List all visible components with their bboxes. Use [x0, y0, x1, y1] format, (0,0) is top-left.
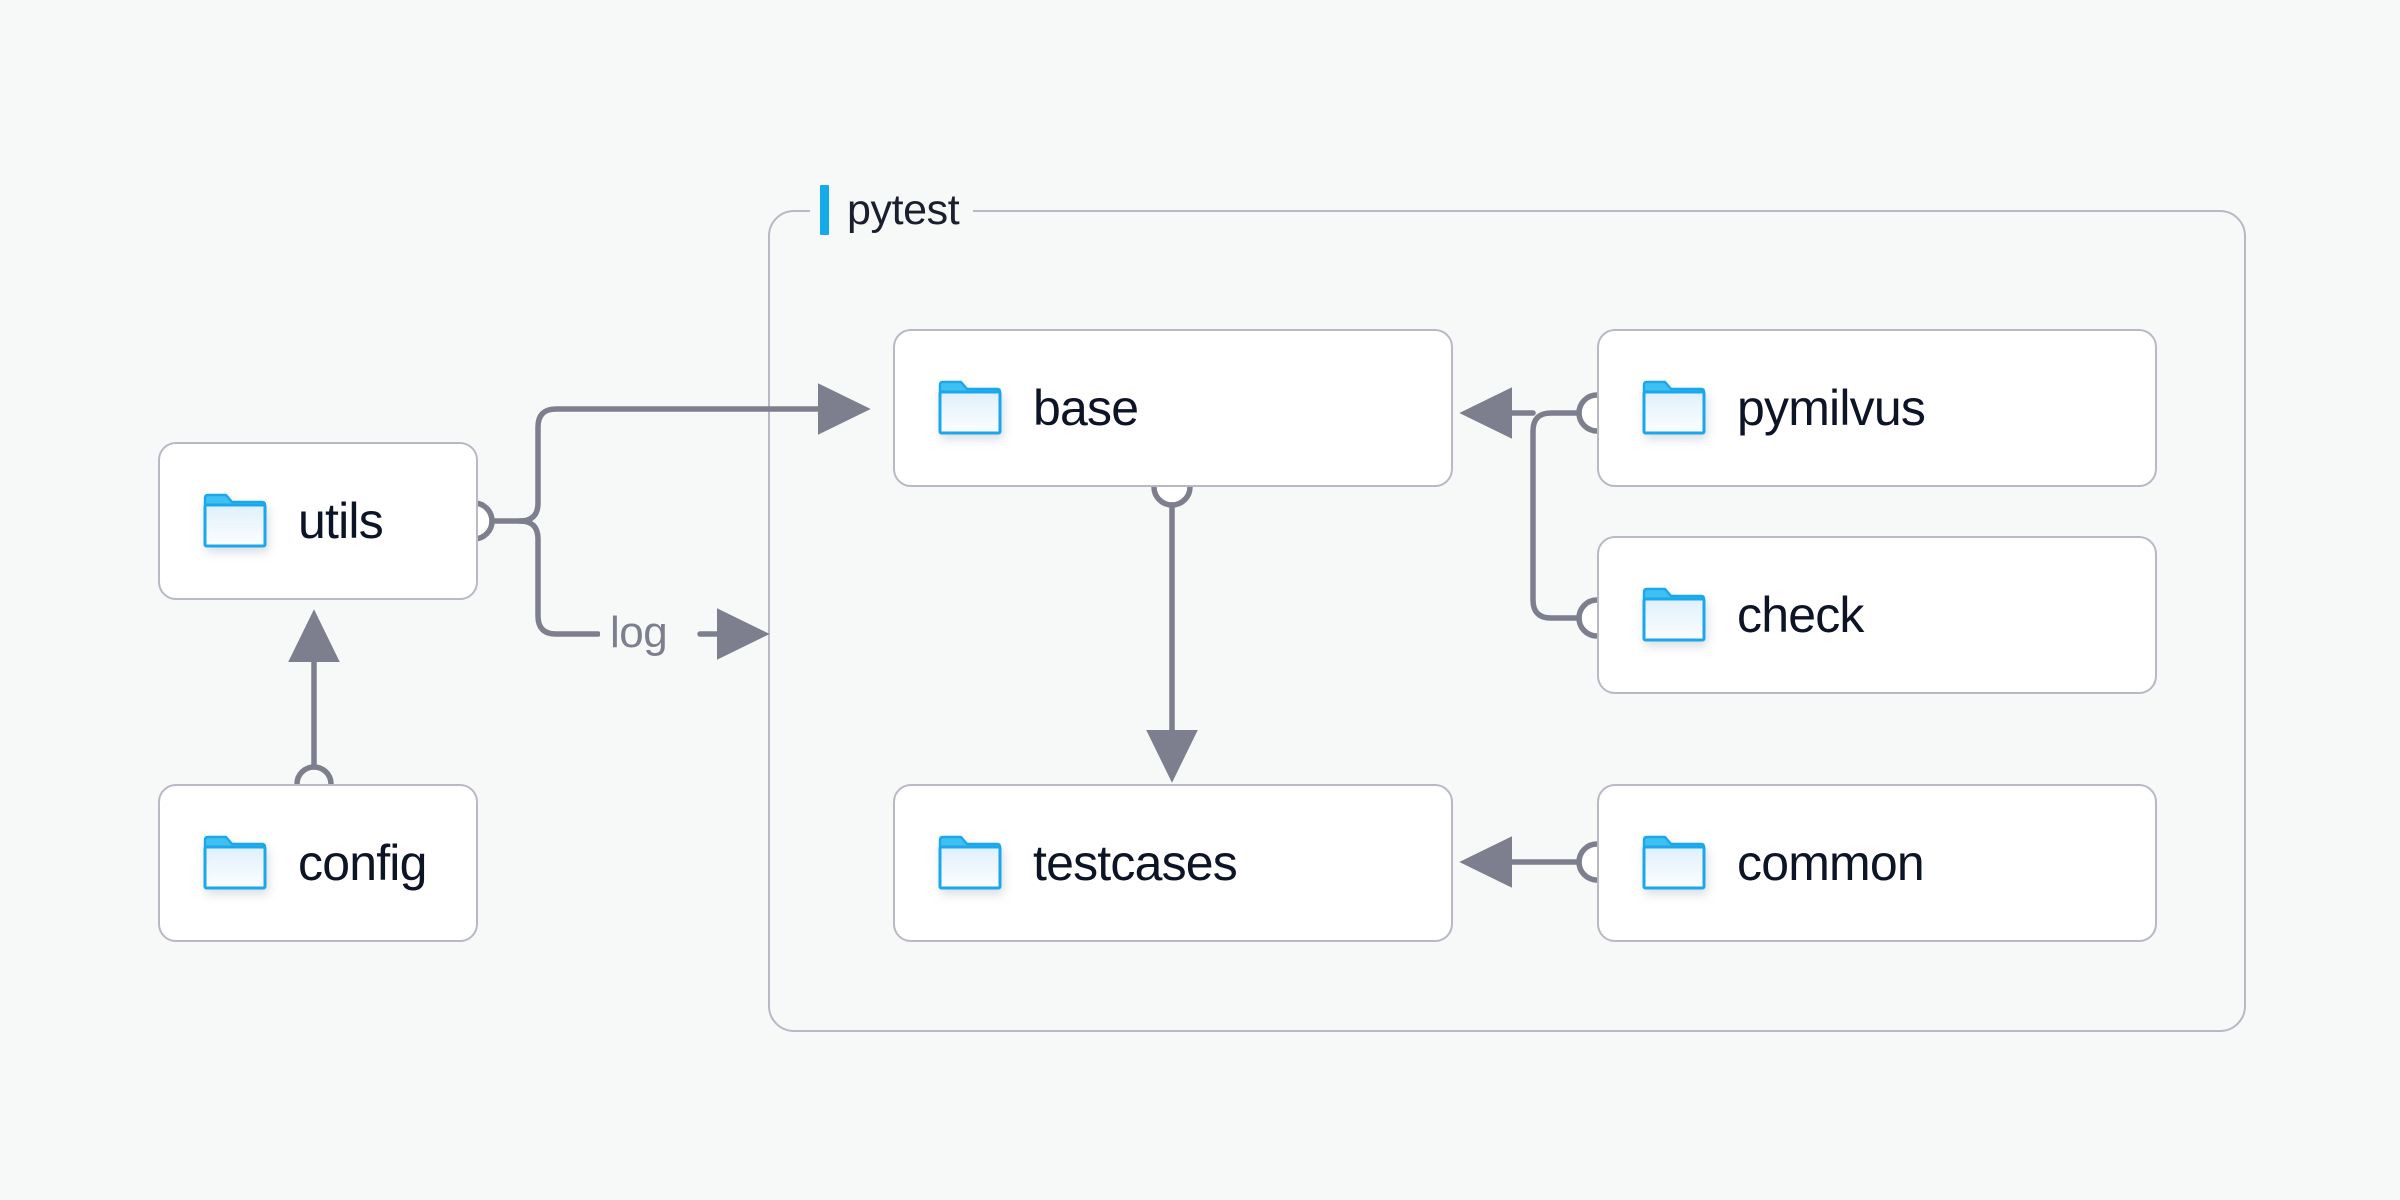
node-label: common	[1737, 835, 1925, 891]
node-common[interactable]: common	[1597, 784, 2157, 942]
edge-label-log: log	[600, 611, 678, 655]
folder-icon	[1641, 835, 1707, 891]
node-label: testcases	[1033, 835, 1238, 891]
node-testcases[interactable]: testcases	[893, 784, 1453, 942]
folder-icon	[937, 835, 1003, 891]
node-label: config	[298, 835, 427, 891]
node-config[interactable]: config	[158, 784, 478, 942]
folder-icon	[1641, 587, 1707, 643]
node-check[interactable]: check	[1597, 536, 2157, 694]
group-label-pytest: pytest	[810, 183, 974, 237]
node-utils[interactable]: utils	[158, 442, 478, 600]
node-pymilvus[interactable]: pymilvus	[1597, 329, 2157, 487]
folder-icon	[1641, 380, 1707, 436]
node-label: check	[1737, 587, 1864, 643]
group-accent-bar	[820, 185, 829, 235]
node-label: utils	[298, 493, 384, 549]
edge-config-utils	[288, 609, 340, 804]
node-label: pymilvus	[1737, 380, 1926, 436]
folder-icon	[202, 493, 268, 549]
node-base[interactable]: base	[893, 329, 1453, 487]
group-label-text: pytest	[847, 185, 960, 234]
node-label: base	[1033, 380, 1139, 436]
folder-icon	[937, 380, 1003, 436]
folder-icon	[202, 835, 268, 891]
